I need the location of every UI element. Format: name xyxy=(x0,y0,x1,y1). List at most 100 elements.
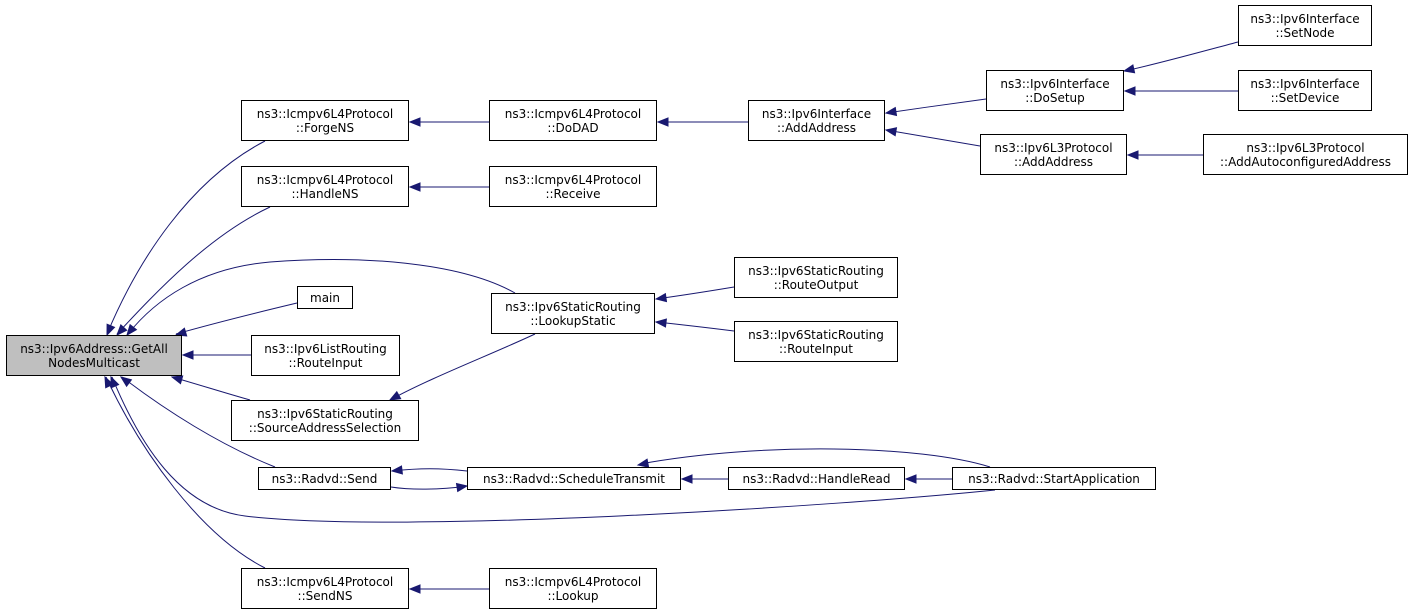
node-label-line: ::RouteInput xyxy=(779,341,853,356)
node-label-line: ns3::Icmpv6L4Protocol xyxy=(504,574,642,589)
node-setdevice[interactable]: ns3::Ipv6Interface::SetDevice xyxy=(1238,70,1372,111)
arrowhead xyxy=(884,106,898,117)
node-label-line: ns3::Ipv6StaticRouting xyxy=(505,299,641,314)
arrowhead xyxy=(656,117,669,127)
node-label-line: ::SendNS xyxy=(297,588,353,603)
edge-handleread-to-schedule xyxy=(680,474,728,484)
edge-line xyxy=(116,206,271,335)
node-label-line: ns3::Icmpv6L4Protocol xyxy=(504,172,642,187)
arrowhead xyxy=(1126,150,1139,160)
node-radvdsend[interactable]: ns3::Radvd::Send xyxy=(258,467,391,490)
node-label-line: ns3::Ipv6Interface xyxy=(1250,76,1360,91)
edge-schedule-to-radvdsend xyxy=(390,465,468,475)
arrowhead xyxy=(884,127,898,137)
node-label-line: ::AddAutoconfiguredAddress xyxy=(1220,154,1391,169)
edge-line xyxy=(121,376,276,468)
arrowhead xyxy=(110,375,120,389)
arrowhead xyxy=(1123,86,1136,96)
node-handlens[interactable]: ns3::Icmpv6L4Protocol::HandleNS xyxy=(241,166,409,207)
node-label-line: ns3::Icmpv6L4Protocol xyxy=(504,106,642,121)
node-schedule[interactable]: ns3::Radvd::ScheduleTransmit xyxy=(467,467,681,490)
arrowhead xyxy=(1122,64,1136,74)
edge-handlens-to-getall xyxy=(116,206,271,336)
edge-lookup-to-sendns xyxy=(408,584,489,594)
node-staticrouteinput[interactable]: ns3::Ipv6StaticRouting::RouteInput xyxy=(734,321,898,362)
arrowhead xyxy=(408,584,421,594)
node-l3addaddr[interactable]: ns3::Ipv6L3Protocol::AddAddress xyxy=(980,134,1127,175)
node-label-line: ::SourceAddressSelection xyxy=(248,420,402,435)
node-routeoutput[interactable]: ns3::Ipv6StaticRouting::RouteOutput xyxy=(734,257,898,298)
node-label-line: ns3::Ipv6StaticRouting xyxy=(748,327,884,342)
arrowhead xyxy=(408,182,421,192)
arrowhead xyxy=(116,324,128,336)
edge-line xyxy=(171,376,251,401)
arrowhead xyxy=(455,482,469,493)
edge-dodad-to-forgens xyxy=(408,117,489,127)
edge-startapp-to-getall xyxy=(110,375,996,523)
node-listrouteinput[interactable]: ns3::Ipv6ListRouting::RouteInput xyxy=(251,335,400,376)
edge-sourceaddr-to-getall xyxy=(170,375,251,401)
node-label-line: ::RouteOutput xyxy=(773,277,859,292)
node-label-line: ns3::Radvd::HandleRead xyxy=(742,471,891,486)
node-sendns[interactable]: ns3::Icmpv6L4Protocol::SendNS xyxy=(241,568,409,609)
node-label-line: ns3::Ipv6L3Protocol xyxy=(1246,140,1365,155)
edge-line xyxy=(105,376,266,569)
node-sourceaddr[interactable]: ns3::Ipv6StaticRouting::SourceAddressSel… xyxy=(231,400,419,441)
arrowhead xyxy=(654,292,668,303)
edge-lookupstatic-to-sourceaddr xyxy=(388,333,536,401)
node-autoconf[interactable]: ns3::Ipv6L3Protocol::AddAutoconfiguredAd… xyxy=(1203,134,1408,175)
node-label-line: ns3::Ipv6Interface xyxy=(1250,11,1360,26)
arrowhead xyxy=(390,465,403,475)
arrowhead xyxy=(388,390,402,401)
edge-autoconf-to-l3addaddr xyxy=(1126,150,1203,160)
edge-setdevice-to-dosetup xyxy=(1123,86,1238,96)
node-ifaceaddaddr[interactable]: ns3::Ipv6Interface::AddAddress xyxy=(748,100,885,141)
node-label-line: ns3::Radvd::ScheduleTransmit xyxy=(482,471,665,486)
node-lookupstatic[interactable]: ns3::Ipv6StaticRouting::LookupStatic xyxy=(491,293,655,334)
arrowhead xyxy=(106,323,116,337)
edge-listrouteinput-to-getall xyxy=(181,350,251,360)
node-label-line: ::DoSetup xyxy=(1025,90,1085,105)
node-main[interactable]: main xyxy=(297,286,353,309)
node-label-line: ns3::Radvd::StartApplication xyxy=(968,471,1140,486)
edge-line xyxy=(639,448,991,468)
edge-ifaceaddaddr-to-dodad xyxy=(656,117,748,127)
arrowhead xyxy=(680,474,693,484)
arrowhead xyxy=(636,458,650,468)
node-label-line: ns3::Icmpv6L4Protocol xyxy=(256,172,394,187)
node-handleread[interactable]: ns3::Radvd::HandleRead xyxy=(728,467,905,490)
node-label-line: ::Lookup xyxy=(547,588,599,603)
node-label-line: ::AddAddress xyxy=(1013,154,1094,169)
node-lookup[interactable]: ns3::Icmpv6L4Protocol::Lookup xyxy=(489,568,657,609)
node-label-line: ns3::Ipv6ListRouting xyxy=(264,341,387,356)
node-dodad[interactable]: ns3::Icmpv6L4Protocol::DoDAD xyxy=(489,100,657,141)
edge-routeoutput-to-lookupstatic xyxy=(654,286,735,303)
edge-line xyxy=(127,259,516,335)
edge-startapp-to-schedule xyxy=(636,448,991,468)
node-startapp[interactable]: ns3::Radvd::StartApplication xyxy=(952,467,1156,490)
edge-line xyxy=(885,129,981,147)
edge-lookupstatic-to-getall xyxy=(126,259,516,337)
node-label-line: ::LookupStatic xyxy=(530,313,616,328)
arrowhead xyxy=(119,376,133,388)
edge-line xyxy=(655,286,735,300)
arrowhead xyxy=(104,375,114,389)
edge-startapp-to-handleread xyxy=(904,474,952,484)
edge-main-to-getall xyxy=(174,302,298,337)
edge-line xyxy=(655,321,735,332)
node-setnode[interactable]: ns3::Ipv6Interface::SetNode xyxy=(1238,5,1372,46)
node-label-line: ns3::Ipv6StaticRouting xyxy=(748,263,884,278)
node-receive[interactable]: ns3::Icmpv6L4Protocol::Receive xyxy=(489,166,657,207)
edge-line xyxy=(391,468,468,472)
edge-forgens-to-getall xyxy=(106,140,266,337)
arrowhead xyxy=(126,323,138,337)
node-label-line: ::SetNode xyxy=(1275,25,1335,40)
arrowhead xyxy=(170,375,184,385)
edge-line xyxy=(390,485,468,490)
arrowhead xyxy=(654,318,667,328)
node-dosetup[interactable]: ns3::Ipv6Interface::DoSetup xyxy=(986,70,1124,111)
edge-line xyxy=(885,98,987,114)
node-forgens[interactable]: ns3::Icmpv6L4Protocol::ForgeNS xyxy=(241,100,409,141)
